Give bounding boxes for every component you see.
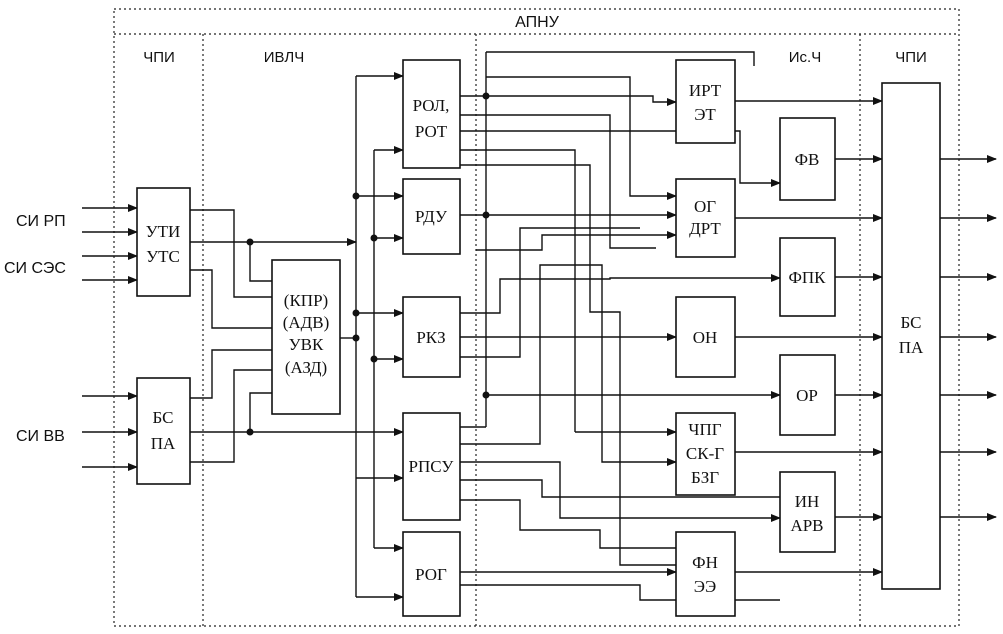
svg-text:РОЛ,: РОЛ, bbox=[413, 96, 450, 115]
block-og-drt: ОГ ДРТ bbox=[675, 178, 736, 258]
svg-text:БЗГ: БЗГ bbox=[691, 468, 719, 487]
block-bs-pa-right: БС ПА bbox=[881, 82, 941, 590]
svg-text:(АДВ): (АДВ) bbox=[283, 313, 330, 332]
block-chpg-skg-bzg: ЧПГ СК-Г БЗГ bbox=[675, 412, 736, 496]
svg-text:ФН: ФН bbox=[692, 553, 718, 572]
svg-text:БС: БС bbox=[153, 408, 174, 427]
block-rpsu: РПСУ bbox=[402, 412, 461, 521]
wires bbox=[82, 51, 997, 601]
diagram-title: АПНУ bbox=[515, 14, 560, 31]
block-rog: РОГ bbox=[402, 531, 461, 617]
svg-text:РОТ: РОТ bbox=[415, 122, 448, 141]
block-kpr-uvk: (КПР) (АДВ) УВК (АЗД) bbox=[271, 259, 341, 415]
block-irt-et: ИРТ ЭТ bbox=[675, 59, 736, 144]
block-fpk: ФПК bbox=[779, 237, 836, 317]
input-label-si-ses: СИ СЭС bbox=[4, 260, 66, 277]
block-fn-ee: ФН ЭЭ bbox=[675, 531, 736, 617]
block-fv: ФВ bbox=[779, 117, 836, 201]
block-rol-rot: РОЛ, РОТ bbox=[402, 59, 461, 169]
svg-text:РДУ: РДУ bbox=[415, 207, 448, 226]
svg-text:УТС: УТС bbox=[146, 247, 180, 266]
svg-text:ОР: ОР bbox=[796, 386, 818, 405]
block-rdu: РДУ bbox=[402, 178, 461, 255]
block-rkz: РКЗ bbox=[402, 296, 461, 378]
input-label-si-vv: СИ ВВ bbox=[16, 428, 65, 445]
svg-text:БС: БС bbox=[901, 313, 922, 332]
section-label-isch: Ис.Ч bbox=[789, 49, 821, 66]
svg-text:ФВ: ФВ bbox=[795, 150, 820, 169]
junction-dots bbox=[246, 92, 490, 436]
svg-text:ПА: ПА bbox=[899, 338, 924, 357]
block-bs-pa-left: БС ПА bbox=[136, 377, 191, 485]
svg-text:УВК: УВК bbox=[289, 335, 324, 354]
section-label-ivlch: ИВЛЧ bbox=[264, 49, 304, 66]
svg-text:УТИ: УТИ bbox=[146, 222, 181, 241]
svg-text:ФПК: ФПК bbox=[788, 268, 826, 287]
svg-text:ИН: ИН bbox=[795, 492, 820, 511]
apnu-frame bbox=[113, 8, 960, 627]
svg-text:ИРТ: ИРТ bbox=[689, 81, 722, 100]
svg-text:ПА: ПА bbox=[151, 434, 176, 453]
section-label-chpi-right: ЧПИ bbox=[895, 49, 927, 66]
block-uti-uts: УТИ УТС bbox=[136, 187, 191, 297]
svg-text:ОГ: ОГ bbox=[694, 197, 716, 216]
svg-text:АРВ: АРВ bbox=[790, 516, 823, 535]
svg-text:(АЗД): (АЗД) bbox=[285, 358, 327, 377]
block-or: ОР bbox=[779, 354, 836, 436]
svg-text:ЭЭ: ЭЭ bbox=[694, 577, 716, 596]
svg-text:СК-Г: СК-Г bbox=[686, 444, 724, 463]
svg-text:ДРТ: ДРТ bbox=[689, 219, 721, 238]
svg-text:РПСУ: РПСУ bbox=[409, 457, 455, 476]
block-in-arv: ИН АРВ bbox=[779, 471, 836, 553]
svg-text:ОН: ОН bbox=[693, 328, 718, 347]
svg-text:(КПР): (КПР) bbox=[284, 291, 328, 310]
block-on: ОН bbox=[675, 296, 736, 378]
svg-text:ЧПГ: ЧПГ bbox=[688, 420, 721, 439]
svg-text:РОГ: РОГ bbox=[415, 565, 447, 584]
svg-text:РКЗ: РКЗ bbox=[416, 328, 445, 347]
svg-text:ЭТ: ЭТ bbox=[694, 105, 716, 124]
section-label-chpi-left: ЧПИ bbox=[143, 49, 175, 66]
input-label-si-rp: СИ РП bbox=[16, 213, 66, 230]
